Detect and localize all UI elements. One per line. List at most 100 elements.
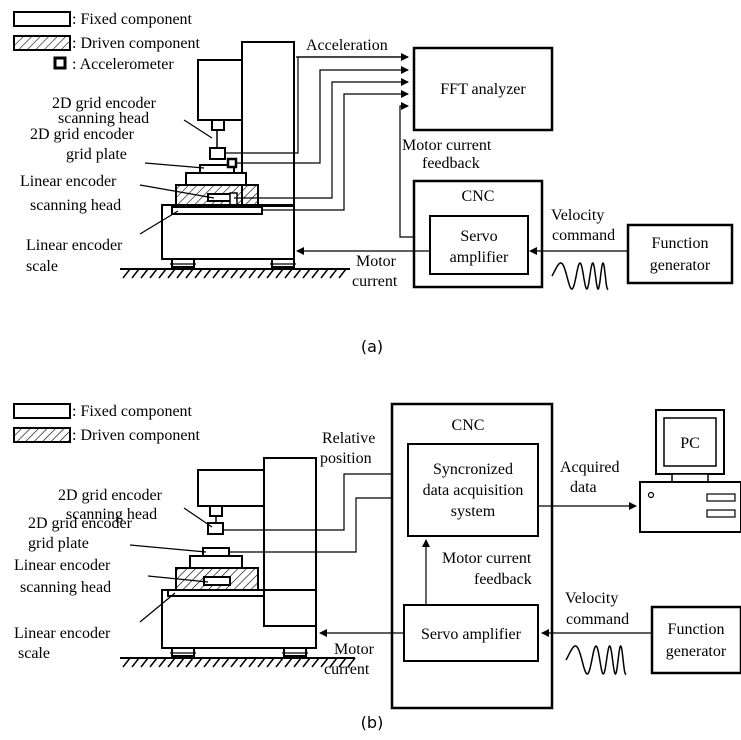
foot-left	[171, 647, 195, 657]
ground-tick	[275, 657, 284, 668]
fixed-component-swatch	[13, 403, 71, 419]
ground-tick	[329, 657, 338, 668]
signals-to-daq	[223, 470, 409, 553]
label-2d-plate-2: grid plate	[66, 146, 127, 163]
label-acquired-1: Acquired	[560, 459, 620, 476]
label-command-a: command	[552, 227, 615, 244]
legend-driven-label: : Driven component	[72, 35, 201, 52]
servo-label: Servo amplifier	[421, 626, 522, 643]
ground-tick	[239, 657, 248, 668]
func-gen-label-2: generator	[650, 257, 711, 274]
caption-b: (b)	[361, 713, 384, 732]
foot-left	[171, 258, 195, 268]
servo-label-1: Servo	[460, 228, 497, 245]
label-velocity-b: Velocity	[565, 590, 618, 607]
label-velocity-a: Velocity	[551, 207, 604, 224]
ground-tick	[347, 657, 356, 668]
panel-b: : Fixed component : Driven component	[13, 402, 741, 732]
ground-tick	[230, 657, 239, 668]
label-mcf-1: Motor current	[442, 550, 532, 567]
ground-tick	[194, 657, 203, 668]
label-2d-plate-1: 2D grid encoder	[30, 126, 135, 143]
ground-tick	[284, 268, 293, 279]
caption-a: (a)	[361, 337, 383, 356]
table-upper	[189, 555, 243, 569]
label-current-b: current	[324, 661, 370, 678]
label-lin-head-2: scanning head	[20, 579, 111, 596]
ground-tick	[158, 657, 167, 668]
scanning-head-2d	[207, 522, 224, 535]
label-lin-head-1: Linear encoder	[20, 173, 117, 190]
spindle-head	[197, 59, 243, 121]
daq-system-box	[407, 443, 539, 537]
ground-tick	[293, 268, 302, 279]
label-acquired-2: data	[570, 479, 597, 496]
label-motor-b: Motor	[334, 641, 375, 658]
machine-a	[120, 41, 350, 279]
table-upper	[185, 172, 247, 186]
base	[161, 204, 295, 260]
ground-tick	[257, 268, 266, 279]
daq-label-2: data acquisition	[423, 482, 524, 499]
ground-tick	[230, 268, 239, 279]
ground-tick	[311, 657, 320, 668]
label-lin-head-1: Linear encoder	[14, 557, 111, 574]
spindle-head	[197, 469, 265, 507]
machine-b	[120, 457, 356, 668]
ground-tick	[257, 657, 266, 668]
label-mcf-1: Motor current	[402, 137, 492, 154]
servo-label-2: amplifier	[450, 249, 509, 266]
label-2d-head-1: 2D grid encoder	[58, 487, 163, 504]
ground-tick	[140, 268, 149, 279]
legend-fixed-label: : Fixed component	[72, 11, 193, 28]
spindle	[209, 505, 223, 517]
foot-right	[271, 258, 295, 268]
pointers-a	[139, 119, 215, 235]
label-2d-plate-1: 2D grid encoder	[28, 515, 133, 532]
ground-tick	[203, 657, 212, 668]
fft-analyzer-box	[412, 46, 554, 132]
cnc-label-b: CNC	[452, 417, 485, 434]
ground-tick	[185, 657, 194, 668]
ground-tick	[212, 268, 221, 279]
ground-hatch	[122, 268, 347, 279]
pc-tower	[639, 481, 741, 533]
ground-tick	[320, 657, 329, 668]
ground-hatch	[122, 657, 356, 668]
ground-tick	[338, 657, 347, 668]
ground-tick	[158, 268, 167, 279]
ground-tick	[338, 268, 347, 279]
label-lin-scale-1: Linear encoder	[26, 237, 123, 254]
label-mcf-2: feedback	[422, 155, 480, 172]
func-gen-label-2: generator	[666, 643, 727, 660]
ground-tick	[248, 657, 257, 668]
label-mcf-2: feedback	[474, 571, 532, 588]
ground-tick	[167, 657, 176, 668]
ground-tick	[266, 268, 275, 279]
label-motor-a: Motor	[356, 253, 397, 270]
column	[241, 41, 295, 207]
ground-tick	[320, 268, 329, 279]
ground-tick	[176, 657, 185, 668]
legend-fixed-label: : Fixed component	[72, 403, 193, 420]
cnc-label-a: CNC	[462, 188, 495, 205]
ground-tick	[203, 268, 212, 279]
label-relpos-2: position	[320, 450, 372, 467]
pc-label: PC	[680, 435, 700, 452]
ground-tick	[131, 657, 140, 668]
accelerometer	[226, 157, 238, 169]
ground-tick	[122, 657, 131, 668]
function-generator-box-a	[626, 223, 734, 285]
label-lin-scale-2: scale	[18, 645, 50, 662]
label-lin-scale-2: scale	[26, 258, 58, 275]
foot-right	[283, 647, 307, 657]
ground-tick	[311, 268, 320, 279]
servo-amp-box-b	[403, 604, 539, 662]
fixed-component-swatch	[13, 11, 71, 27]
ground-tick	[149, 657, 158, 668]
ground-tick	[275, 268, 284, 279]
label-lin-scale-1: Linear encoder	[14, 625, 111, 642]
ground-tick	[302, 268, 311, 279]
label-current-a: current	[352, 273, 398, 290]
grid-plate-2d	[202, 547, 230, 557]
